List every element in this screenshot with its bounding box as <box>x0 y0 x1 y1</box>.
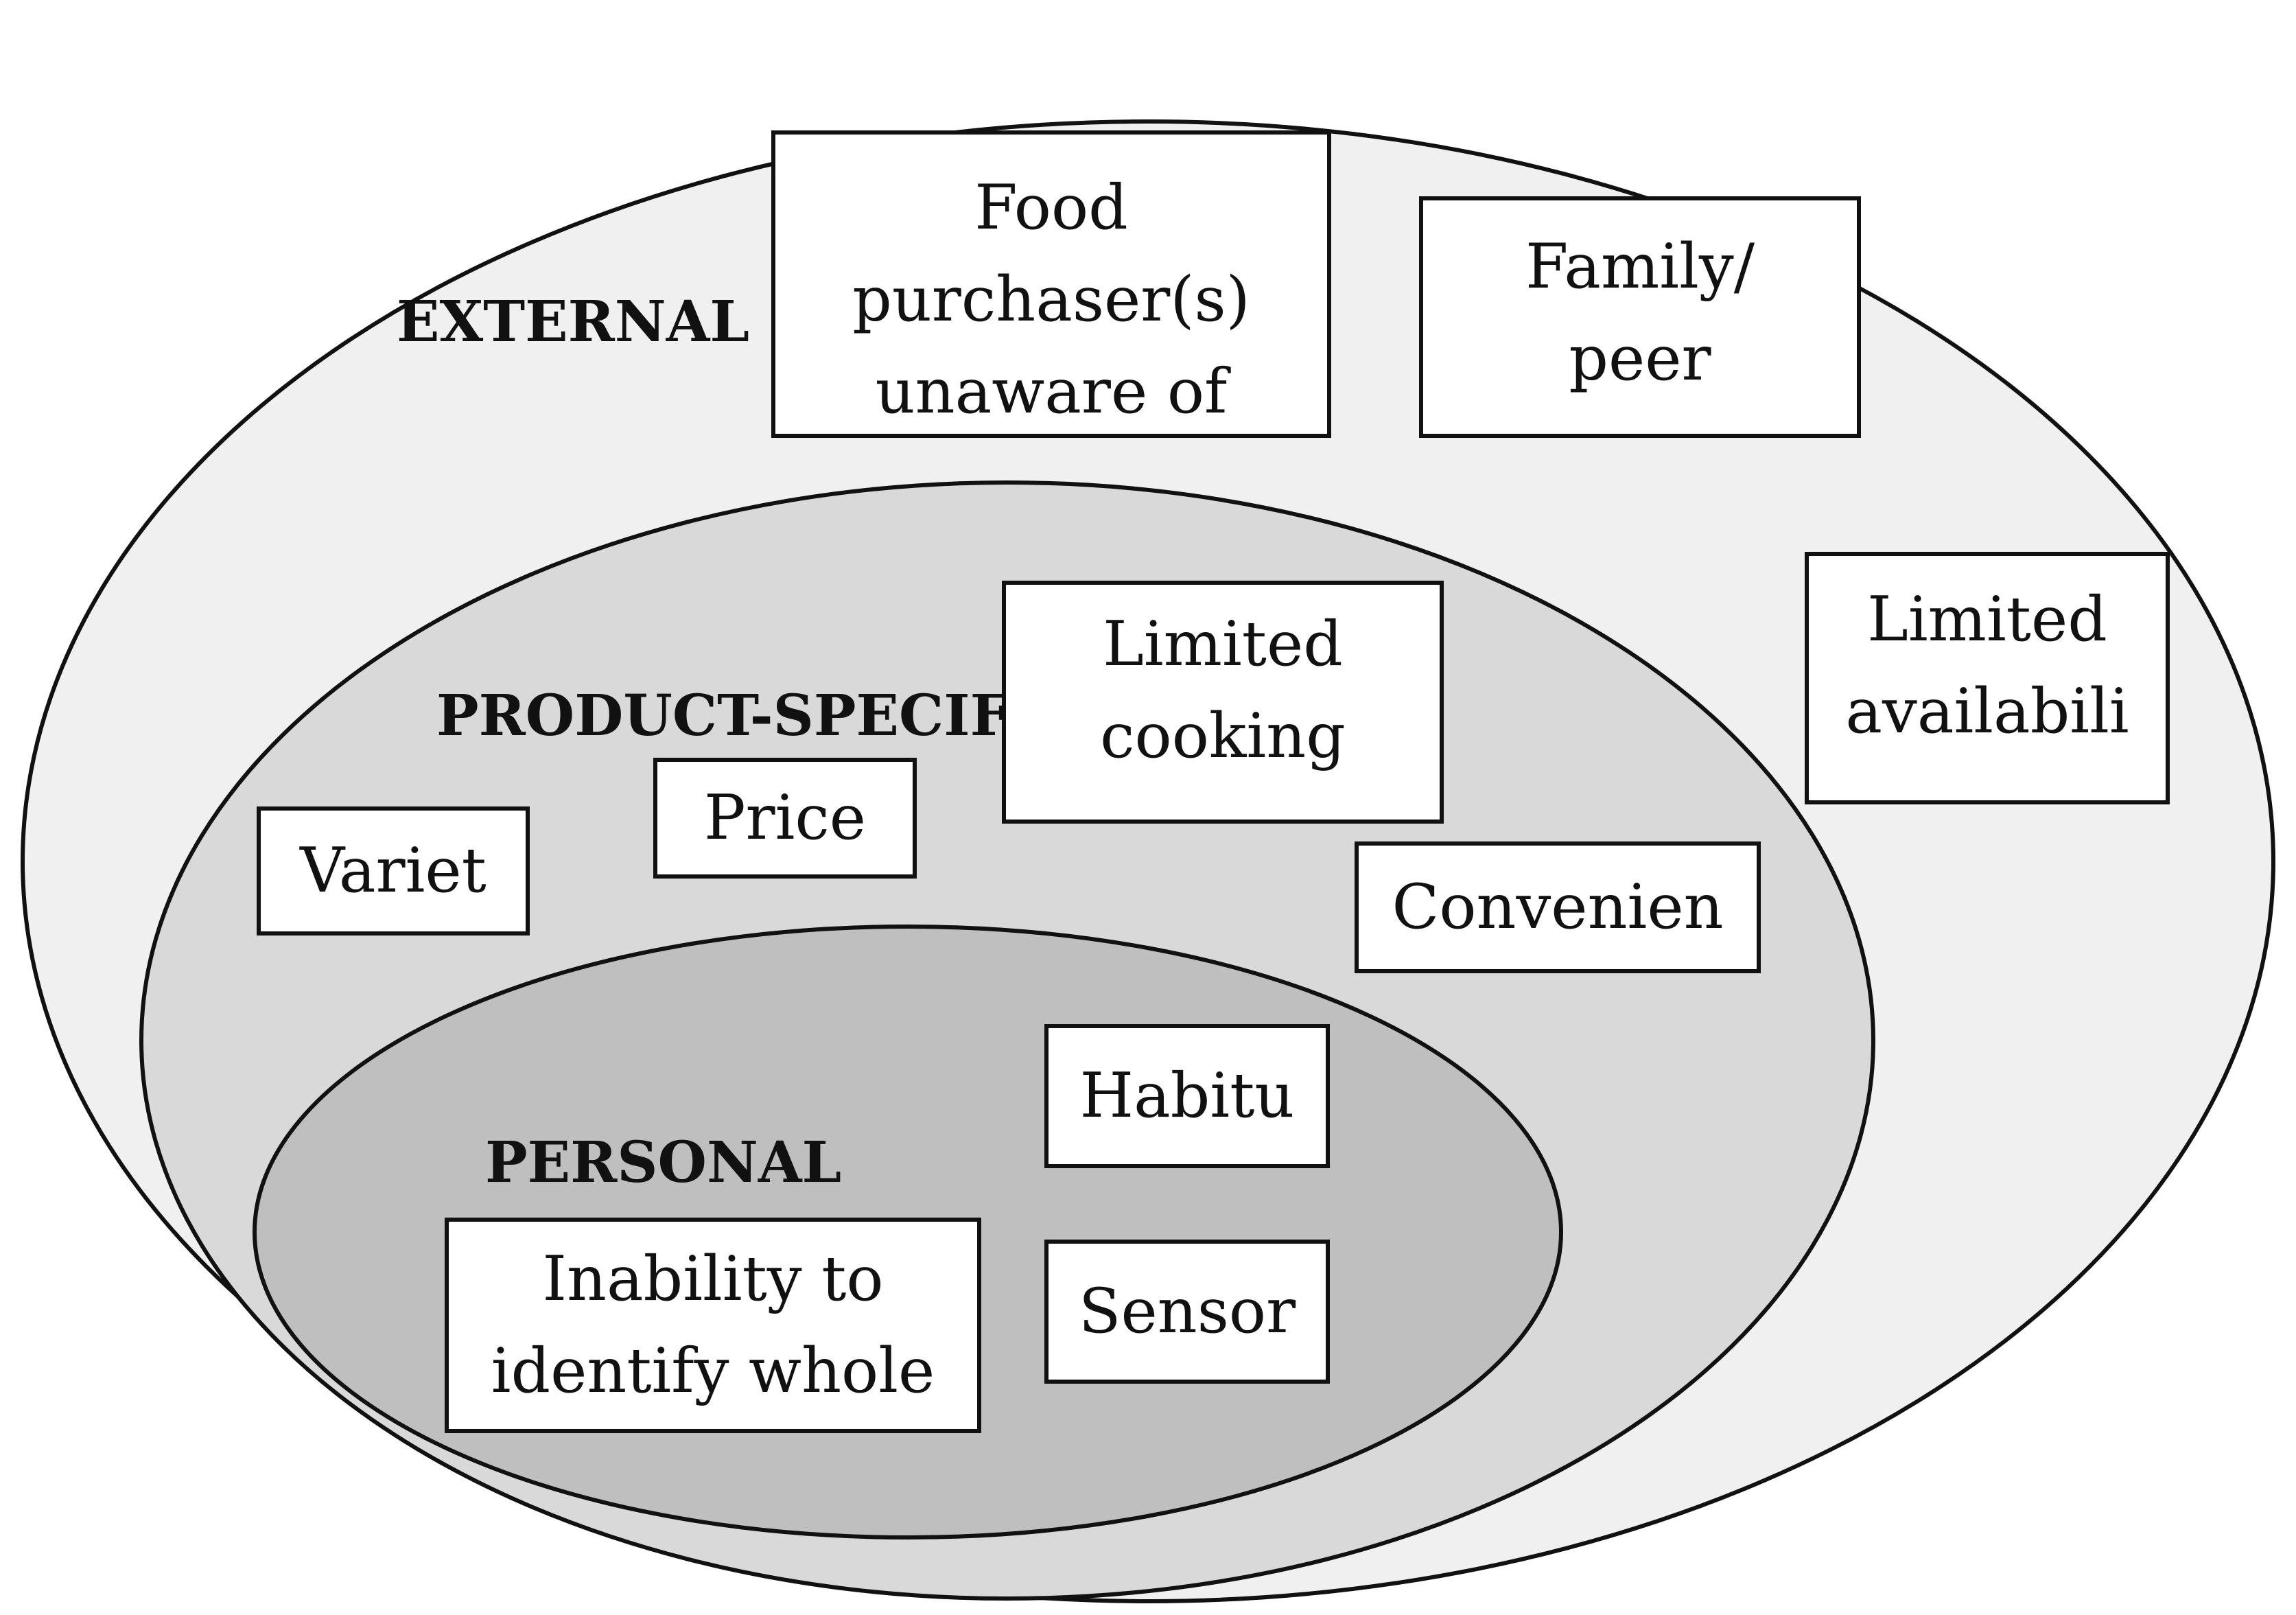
limited-availability-text: Limited availabili <box>1845 583 2129 747</box>
food-purchaser-box: Food purchaser(s) unaware of <box>771 130 1331 438</box>
sensory-text: Sensor <box>1078 1275 1296 1347</box>
food-purchaser-text: Food purchaser(s) unaware of <box>852 172 1250 428</box>
variety-box: Variet <box>257 806 530 936</box>
sensory-box: Sensor <box>1044 1240 1330 1384</box>
limited-availability-box: Limited availabili <box>1805 552 2170 804</box>
inability-box: Inability to identify whole <box>445 1218 981 1433</box>
variety-text: Variet <box>300 835 487 907</box>
habitual-box: Habitu <box>1044 1024 1330 1168</box>
family-peer-box: Family/ peer <box>1419 196 1861 438</box>
external-layer-label: EXTERNAL <box>397 289 750 355</box>
price-text: Price <box>703 782 867 854</box>
family-peer-text: Family/ peer <box>1525 231 1755 395</box>
inability-text: Inability to identify whole <box>491 1243 935 1407</box>
price-box: Price <box>653 758 917 879</box>
limited-cooking-text: Limited cooking <box>1100 608 1346 772</box>
habitual-text: Habitu <box>1079 1060 1295 1132</box>
product-specific-layer-label: PRODUCT-SPECIF <box>436 688 1010 744</box>
product-specific-label-text: PRODUCT-SPECIF <box>436 688 1010 744</box>
limited-cooking-box: Limited cooking <box>1002 581 1444 824</box>
convenience-box: Convenien <box>1355 841 1761 973</box>
personal-layer-label: PERSONAL <box>485 1130 842 1196</box>
convenience-text: Convenien <box>1392 871 1724 943</box>
